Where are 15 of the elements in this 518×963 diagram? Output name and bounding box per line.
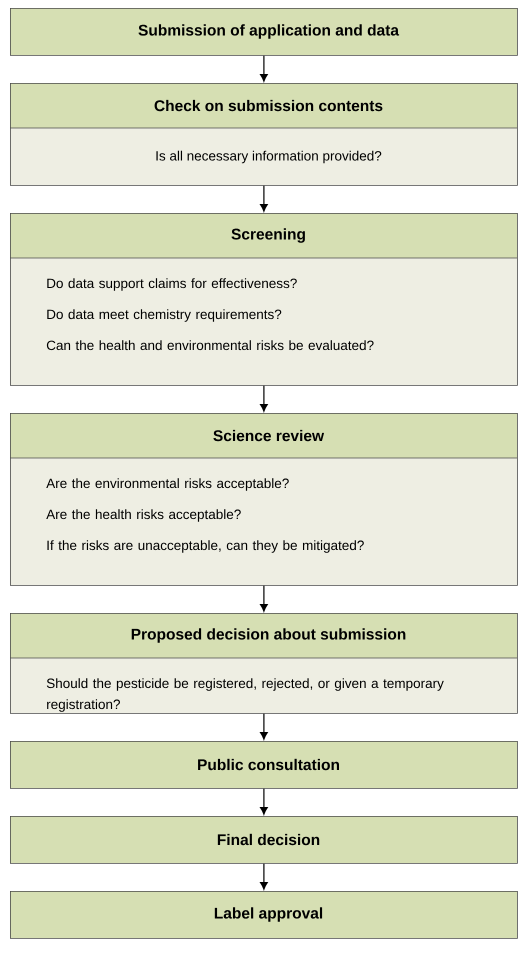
process-box: Science review Are the environmental risks acceptable? Are the health risks acceptable? If the risks are unacceptable, can they be mitigated? [10, 413, 518, 586]
process-box: Label approval [10, 891, 518, 939]
process-box: Screening Do data support claims for effectiveness? Do data meet chemistry requirements? Can the health and environmental risks be evaluated? [10, 213, 518, 386]
arrow [260, 386, 268, 412]
process-box: Final decision [10, 816, 518, 864]
arrow [260, 586, 268, 612]
process-box: Check on submission contents Is all necessary information provided? [10, 83, 518, 186]
process-box: Proposed decision about submission Should the pesticide be registered, rejected, or given a temporary registration? [10, 613, 518, 714]
arrow [260, 864, 268, 890]
arrow [260, 186, 268, 212]
arrow [260, 56, 268, 82]
process-box: Public consultation [10, 741, 518, 789]
arrow [260, 714, 268, 740]
arrow [260, 788, 268, 815]
process-box: Submission of application and data [10, 8, 518, 56]
